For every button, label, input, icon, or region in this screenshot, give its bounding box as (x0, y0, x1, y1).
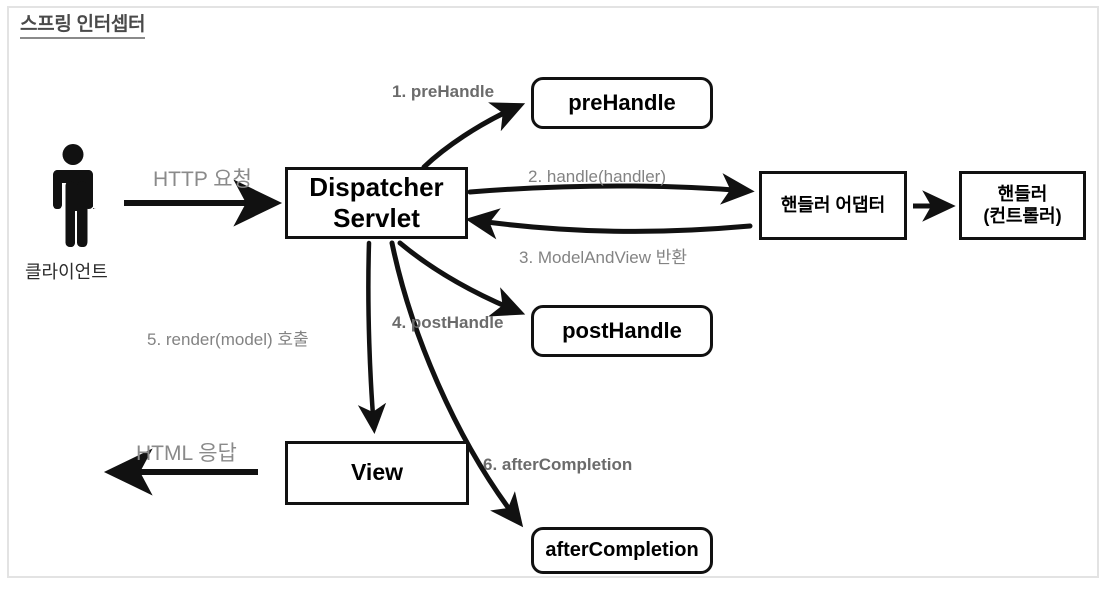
node-view[interactable]: View (285, 441, 469, 505)
node-aftercompletion[interactable]: afterCompletion (531, 527, 713, 574)
node-posthandle[interactable]: postHandle (531, 305, 713, 357)
edge-label-step1: 1. preHandle (392, 82, 495, 101)
edge-label-step5: 5. render(model) 호출 (147, 330, 309, 349)
person-icon (53, 144, 96, 247)
edge-label-step3: 3. ModelAndView 반환 (519, 248, 687, 267)
arrow-step3-modelandview (465, 208, 753, 240)
edge-label-step2: 2. handle(handler) (528, 167, 666, 186)
arrow-step2-handle (467, 173, 755, 205)
edge-label-http-response: HTML 응답 (136, 442, 237, 465)
node-dispatcher-servlet[interactable]: Dispatcher Servlet (285, 167, 468, 239)
arrow-step5-render (357, 240, 387, 435)
arrow-step6-aftercompletion (389, 240, 524, 528)
node-prehandle[interactable]: preHandle (531, 77, 713, 129)
node-handler-adapter[interactable]: 핸들러 어댑터 (759, 171, 907, 240)
edge-label-step4: 4. postHandle (392, 313, 504, 332)
edge-label-step6: 6. afterCompletion (483, 455, 633, 474)
client-caption: 클라이언트 (25, 262, 108, 282)
edge-label-http-request: HTTP 요청 (153, 168, 252, 191)
node-handler-controller[interactable]: 핸들러 (컨트롤러) (959, 171, 1086, 240)
arrow-step1-prehandle (421, 102, 526, 170)
arrow-step4-posthandle (397, 240, 526, 317)
diagram-title: 스프링 인터셉터 (20, 14, 146, 39)
